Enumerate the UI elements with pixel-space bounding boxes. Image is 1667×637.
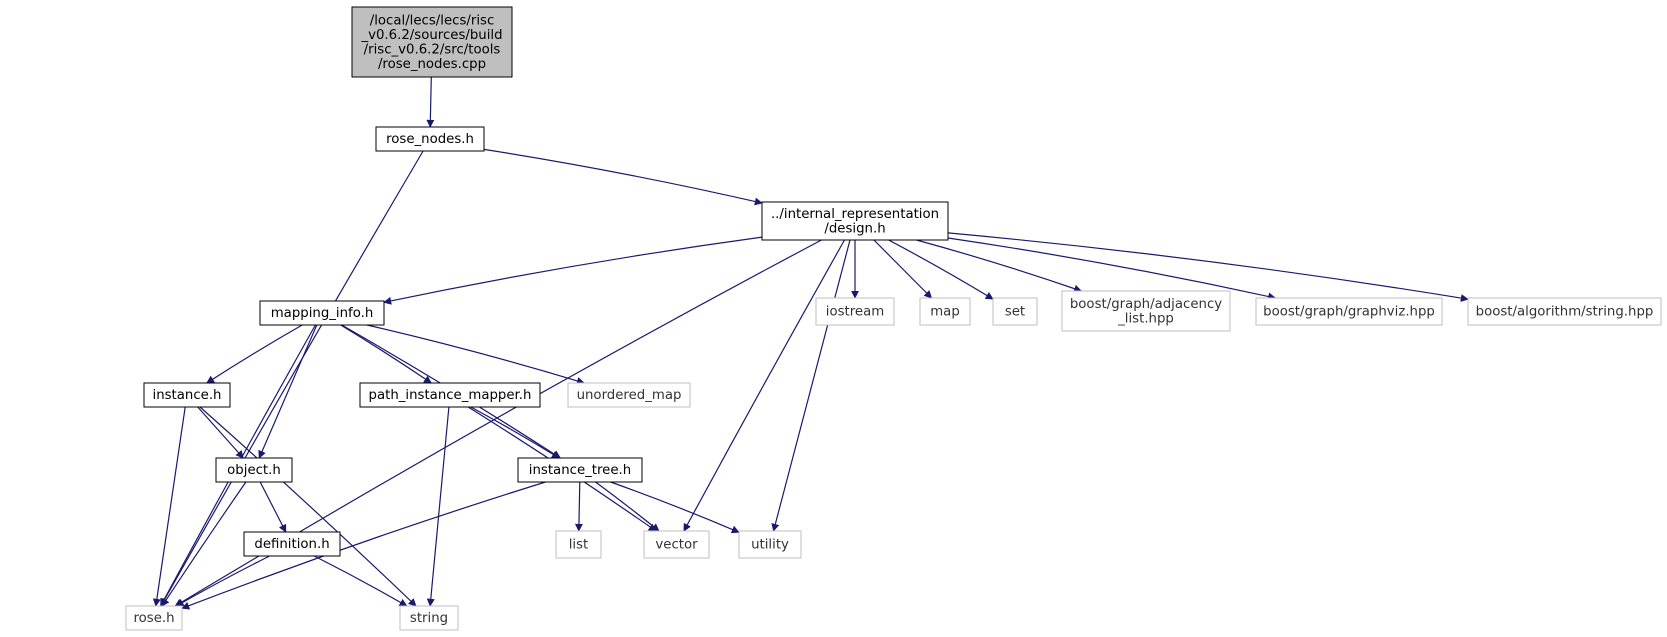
node-box bbox=[815, 297, 895, 326]
edge-mapping_info_h-to-instance_h bbox=[206, 324, 303, 384]
node-label-line: iostream bbox=[826, 305, 884, 320]
node-adjacency-list: boost/graph/adjacency_list.hpp bbox=[1061, 290, 1231, 332]
node-label-line: definition.h bbox=[254, 537, 329, 552]
node-label-line: map bbox=[930, 305, 960, 320]
node-label-line: mapping_info.h bbox=[271, 306, 374, 321]
edge-design_h-to-utility bbox=[771, 239, 851, 532]
edge-path_instance_mapper_h-to-instance_tree_h bbox=[470, 406, 560, 459]
node-label-line: set bbox=[1005, 305, 1025, 320]
node-box bbox=[215, 457, 293, 483]
node-label-line: /local/lecs/lecs/risc bbox=[370, 13, 495, 28]
node-graphviz: boost/graph/graphviz.hpp bbox=[1255, 297, 1443, 326]
node-label-line: instance.h bbox=[153, 388, 222, 403]
node-box bbox=[1061, 290, 1231, 332]
node-box bbox=[517, 457, 643, 483]
node-box bbox=[125, 605, 183, 631]
edge-instance_h-to-object_h bbox=[197, 406, 244, 459]
node-box bbox=[919, 297, 971, 326]
node-label-line: unordered_map bbox=[577, 388, 682, 403]
edge-object_h-to-rose_h bbox=[161, 481, 247, 607]
node-label-line: string bbox=[410, 611, 448, 626]
node-box bbox=[761, 201, 949, 241]
edge-path_instance_mapper_h-to-string bbox=[426, 406, 450, 607]
nodes-layer: /local/lecs/lecs/risc_v0.6.2/sources/bui… bbox=[125, 6, 1662, 631]
edge-design_h-to-mapping_info_h bbox=[383, 236, 763, 305]
edge-root-to-rose_nodes_h bbox=[426, 76, 435, 128]
node-box bbox=[243, 531, 341, 557]
edge-design_h-to-map bbox=[873, 239, 933, 299]
node-label-line: /design.h bbox=[824, 221, 885, 236]
node-label-line: object.h bbox=[227, 463, 281, 478]
node-design-h[interactable]: ../internal_representation/design.h bbox=[761, 201, 949, 241]
node-box bbox=[992, 297, 1038, 326]
node-label-line: path_instance_mapper.h bbox=[369, 388, 532, 403]
node-label-line: ../internal_representation bbox=[771, 207, 939, 222]
node-box bbox=[555, 530, 602, 559]
node-instance-tree-h[interactable]: instance_tree.h bbox=[517, 457, 643, 483]
node-label-line: _v0.6.2/sources/build bbox=[360, 28, 502, 43]
node-label-line: /rose_nodes.cpp bbox=[378, 57, 486, 72]
node-iostream: iostream bbox=[815, 297, 895, 326]
node-rose-nodes-h[interactable]: rose_nodes.h bbox=[375, 126, 485, 152]
edge-definition_h-to-rose_h bbox=[175, 555, 270, 607]
node-set: set bbox=[992, 297, 1038, 326]
node-box bbox=[143, 382, 231, 408]
edge-instance_tree_h-to-utility bbox=[610, 481, 740, 534]
node-rose-h: rose.h bbox=[125, 605, 183, 631]
edge-rose_nodes_h-to-design_h bbox=[483, 148, 763, 206]
node-label-line: list bbox=[569, 538, 589, 553]
edge-design_h-to-set bbox=[888, 239, 994, 300]
node-label-line: boost/graph/adjacency bbox=[1070, 297, 1222, 312]
node-map: map bbox=[919, 297, 971, 326]
node-box bbox=[1467, 297, 1662, 326]
edge-instance_tree_h-to-vector bbox=[595, 481, 660, 532]
node-label-line: instance_tree.h bbox=[529, 463, 631, 478]
node-definition-h[interactable]: definition.h bbox=[243, 531, 341, 557]
node-label-line: _list.hpp bbox=[1117, 311, 1174, 326]
node-mapping-info-h[interactable]: mapping_info.h bbox=[259, 300, 385, 326]
node-path-instance-mapper-h[interactable]: path_instance_mapper.h bbox=[359, 382, 541, 408]
edge-instance_h-to-string bbox=[199, 406, 417, 607]
node-box bbox=[643, 530, 710, 559]
node-unordered-map: unordered_map bbox=[567, 382, 691, 408]
node-label-line: utility bbox=[751, 538, 789, 553]
node-box bbox=[738, 530, 802, 559]
edge-design_h-to-graphviz bbox=[947, 237, 1277, 301]
edge-definition_h-to-string bbox=[313, 555, 408, 607]
node-root[interactable]: /local/lecs/lecs/risc_v0.6.2/sources/bui… bbox=[351, 6, 513, 78]
node-utility: utility bbox=[738, 530, 802, 559]
edge-instance_tree_h-to-rose_h bbox=[181, 481, 546, 610]
node-label-line: /risc_v0.6.2/src/tools bbox=[364, 42, 501, 57]
node-label-line: rose_nodes.h bbox=[386, 132, 474, 147]
edge-rose_nodes_h-to-rose_h bbox=[160, 150, 424, 607]
node-list: list bbox=[555, 530, 602, 559]
node-algo-string: boost/algorithm/string.hpp bbox=[1467, 297, 1662, 326]
edge-mapping_info_h-to-unordered_map bbox=[366, 324, 585, 385]
node-label-line: boost/algorithm/string.hpp bbox=[1476, 305, 1654, 320]
node-label-line: rose.h bbox=[133, 611, 174, 626]
node-box bbox=[1255, 297, 1443, 326]
node-box bbox=[567, 382, 691, 408]
edge-object_h-to-definition_h bbox=[259, 481, 287, 533]
node-box bbox=[375, 126, 485, 152]
node-label-line: vector bbox=[655, 538, 698, 553]
edge-design_h-to-adjacency_list bbox=[916, 239, 1083, 293]
edge-mapping_info_h-to-path_instance_mapper_h bbox=[340, 324, 432, 384]
node-label-line: boost/graph/graphviz.hpp bbox=[1263, 305, 1435, 320]
edge-instance_tree_h-to-list bbox=[574, 481, 583, 532]
node-box bbox=[399, 605, 459, 631]
edges-layer bbox=[152, 76, 1469, 610]
node-object-h[interactable]: object.h bbox=[215, 457, 293, 483]
edge-design_h-to-vector bbox=[683, 239, 846, 532]
node-vector: vector bbox=[643, 530, 710, 559]
edge-instance_h-to-rose_h bbox=[152, 406, 186, 607]
node-instance-h[interactable]: instance.h bbox=[143, 382, 231, 408]
edge-design_h-to-algo_string bbox=[947, 232, 1469, 302]
node-box bbox=[359, 382, 541, 408]
edge-mapping_info_h-to-object_h bbox=[258, 324, 318, 459]
node-box bbox=[351, 6, 513, 78]
node-string: string bbox=[399, 605, 459, 631]
node-box bbox=[259, 300, 385, 326]
